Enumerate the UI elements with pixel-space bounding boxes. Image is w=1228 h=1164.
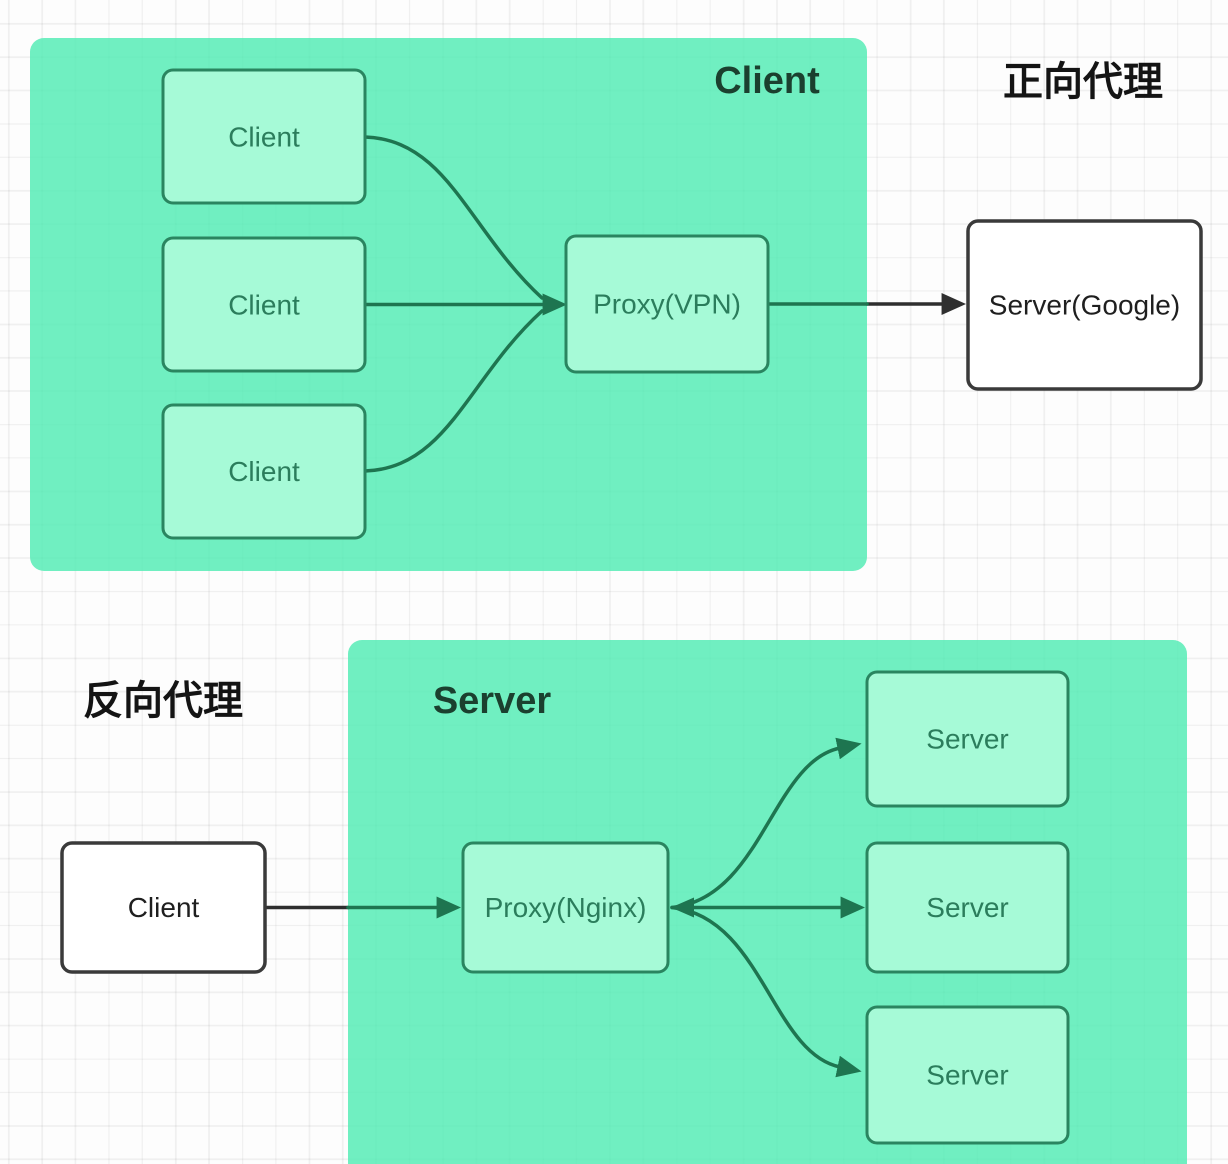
edge-client3-to-proxy-vpn [363,309,544,473]
server-node-2: Server [865,841,1070,974]
reverse-client-node: Client [60,841,267,974]
edge-client1-to-proxy-vpn [363,135,544,300]
server-google-node-label: Server(Google) [989,290,1180,321]
proxy-nginx-node-label: Proxy(Nginx) [485,892,647,923]
server-node-1: Server [865,670,1070,808]
server-node-1-label: Server [926,724,1008,755]
client-node-2-label: Client [228,290,300,321]
client-node-3-label: Client [228,456,300,487]
forward-proxy-caption: 正向代理 [1003,60,1163,104]
reverse-client-node-label: Client [128,892,200,923]
client-node-1: Client [161,68,367,205]
proxy-nginx-node: Proxy(Nginx) [461,841,670,974]
server-node-3: Server [865,1005,1070,1145]
proxy-vpn-node: Proxy(VPN) [564,234,770,374]
client-node-2: Client [161,236,367,373]
reverse-group-title: Server [433,680,552,722]
forward-group-title: Client [714,60,820,102]
edge-proxy-nginx-to-server3 [670,905,862,1078]
server-node-3-label: Server [926,1060,1008,1091]
client-node-1-label: Client [228,122,300,153]
edge-proxy-nginx-to-server1 [670,737,862,910]
server-google-node: Server(Google) [966,219,1203,391]
server-node-2-label: Server [926,892,1008,923]
proxy-vpn-node-label: Proxy(VPN) [593,289,741,320]
reverse-proxy-caption: 反向代理 [83,679,243,723]
client-node-3: Client [161,403,367,540]
